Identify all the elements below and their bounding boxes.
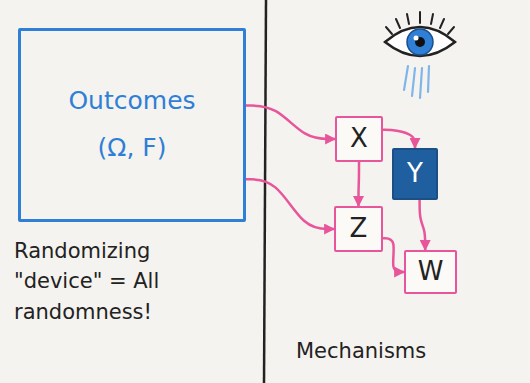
variable-box: Z [334, 206, 383, 252]
outcome-space-box: Outcomes (Ω, F) [18, 28, 246, 222]
causal-arrow [383, 130, 415, 148]
note-text: Randomizing "device" = All randomness! [14, 236, 214, 327]
observed-variable-box: Y [392, 148, 438, 200]
region-label: Mechanisms [296, 336, 456, 366]
causal-arrow [246, 106, 335, 139]
causal-arrow [420, 200, 426, 250]
node-text: Outcomes [68, 87, 195, 116]
variable-box: X [335, 116, 383, 162]
node-text: (Ω, F) [98, 134, 167, 163]
divider-line [264, 0, 266, 383]
causal-arrow [383, 238, 404, 272]
node-text: Z [350, 214, 368, 244]
causal-arrow [246, 179, 334, 229]
variable-box: W [404, 250, 457, 294]
node-text: Y [407, 159, 423, 189]
causal-arrow [357, 162, 360, 206]
node-text: X [350, 124, 368, 154]
eye-icon [385, 12, 455, 98]
node-text: W [418, 257, 444, 287]
